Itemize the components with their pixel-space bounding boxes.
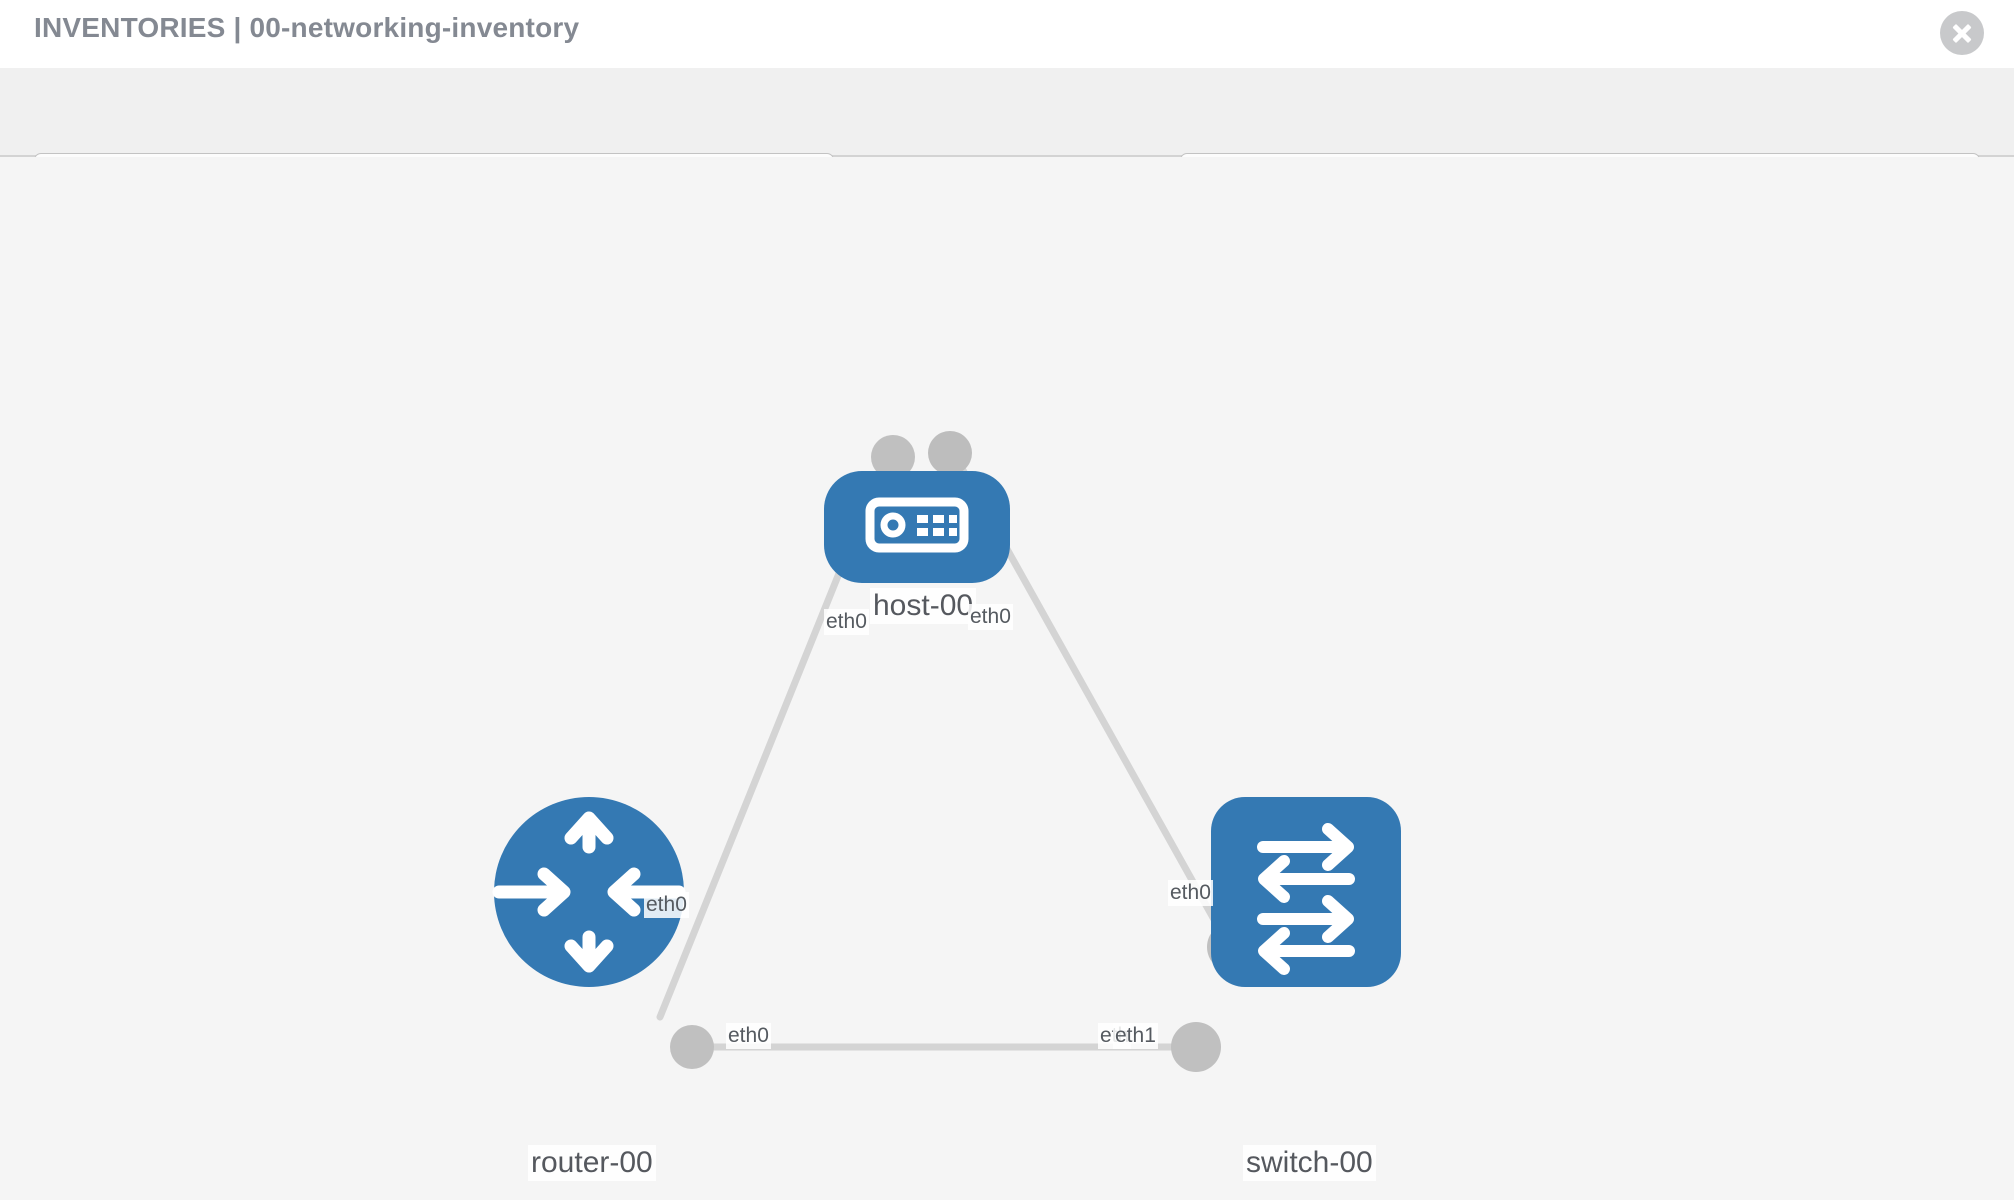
edge-label-switch-west-iface-b: eth1 xyxy=(1113,1023,1158,1049)
window-header: INVENTORIES | 00-networking-inventory xyxy=(0,0,2014,68)
topology-canvas[interactable]: eth0 host-00 eth0 eth0 eth0 eth0 eth eth… xyxy=(0,157,2014,1200)
iface-marker-host-left xyxy=(871,435,915,479)
edge-label-host-right-iface: eth0 xyxy=(968,604,1013,630)
iface-marker-host-right xyxy=(928,431,972,475)
edge-label-router-north-iface: eth0 xyxy=(644,892,689,918)
iface-marker-switch-west xyxy=(1171,1022,1221,1072)
close-icon[interactable] xyxy=(1940,11,1984,55)
node-label-switch-00[interactable]: switch-00 xyxy=(1243,1145,1376,1181)
page-title: INVENTORIES | 00-networking-inventory xyxy=(34,12,580,43)
switch-arrows-icon xyxy=(1257,823,1355,975)
topology-graph xyxy=(492,431,1401,1072)
node-label-router-00[interactable]: router-00 xyxy=(528,1145,656,1181)
node-host-00 xyxy=(824,471,1010,583)
toolbar: ACTIONS SEARCH xyxy=(0,68,2014,209)
iface-marker-router-east xyxy=(670,1025,714,1069)
node-switch-00 xyxy=(1211,797,1401,987)
edge-label-host-left-iface: eth0 xyxy=(824,609,869,635)
node-label-host-00[interactable]: host-00 xyxy=(870,588,977,624)
node-router-00 xyxy=(492,797,686,987)
server-icon xyxy=(865,497,969,553)
edge-label-router-east-iface: eth0 xyxy=(726,1023,771,1049)
edge-label-switch-north-iface: eth0 xyxy=(1168,880,1213,906)
